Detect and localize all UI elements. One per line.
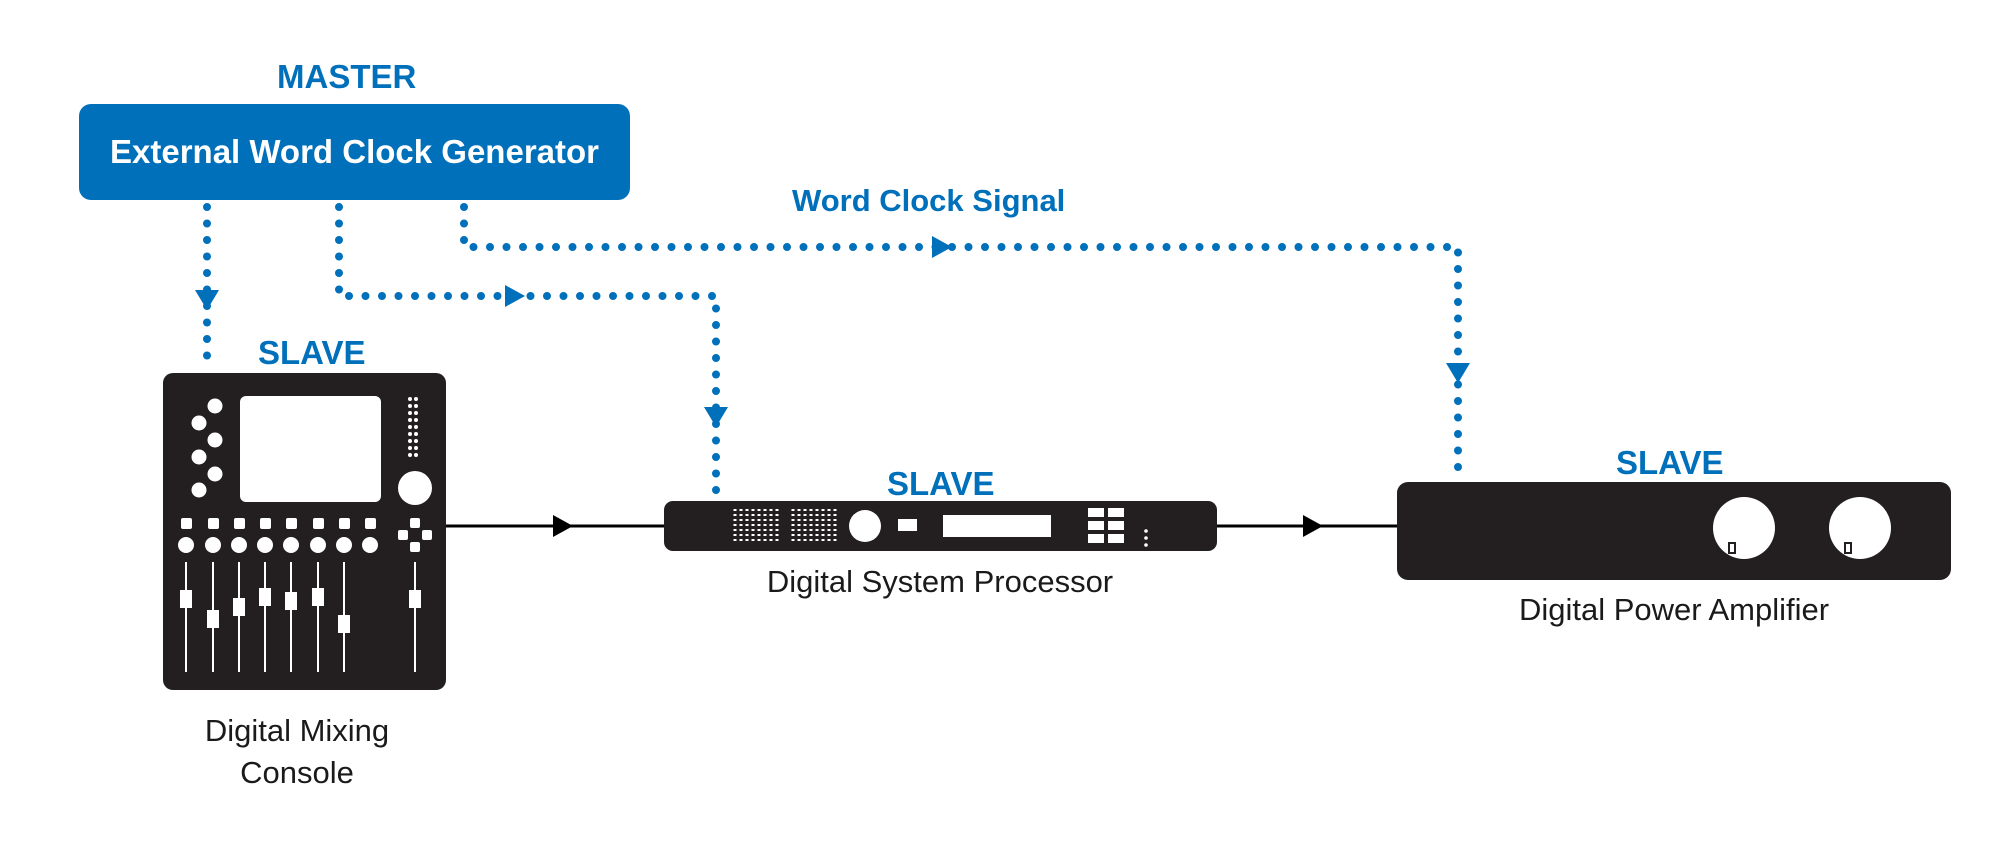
system-processor [664,501,1217,551]
amplifier-knob-right [1829,497,1891,559]
processor-role-label: SLAVE [887,465,995,502]
mixing-console [163,373,446,690]
processor-display [943,515,1051,537]
mixer-caption-line-1: Digital Mixing [204,713,390,748]
amplifier-caption: Digital Power Amplifier [1518,592,1830,627]
processor-small-leds [1144,529,1148,547]
console-jog-wheel [398,471,432,505]
processor-caption: Digital System Processor [766,564,1114,599]
amplifier-knob-left [1713,497,1775,559]
processor-vent-right [791,509,837,543]
console-screen [240,396,381,502]
amplifier-role-label: SLAVE [1616,444,1724,481]
mixer-caption: Digital Mixing Console [172,710,422,794]
arrow-right-processor [505,285,525,307]
console-led-meter [408,397,418,457]
word-clock-signal-label: Word Clock Signal [792,183,1066,218]
mixer-role-label: SLAVE [258,334,366,371]
arrow-right-amplifier [932,236,952,258]
audio-arrow-1 [553,515,573,537]
console-channel-knobs [178,537,378,553]
audio-arrow-2 [1303,515,1323,537]
master-device-box: External Word Clock Generator [79,104,630,200]
clock-arrowheads [195,236,1470,427]
arrow-down-mixer [195,290,219,310]
arrow-down-amplifier [1446,363,1470,383]
console-fader-caps [180,588,421,633]
console-nav-pad [398,518,432,552]
console-knobs [191,398,223,498]
power-amplifier [1397,482,1951,580]
master-role-label: MASTER [277,58,417,95]
mixer-caption-line-2: Console [240,755,354,790]
master-device-label: External Word Clock Generator [109,133,600,170]
clock-path-to-amplifier [460,203,1462,486]
arrow-down-processor [704,407,728,427]
audio-paths [446,515,1398,537]
processor-knob [849,510,881,542]
processor-buttons [1088,508,1124,543]
processor-vent-left [733,509,779,543]
clock-path-to-processor [335,203,720,504]
console-channel-buttons [181,518,376,529]
processor-led [898,519,917,531]
